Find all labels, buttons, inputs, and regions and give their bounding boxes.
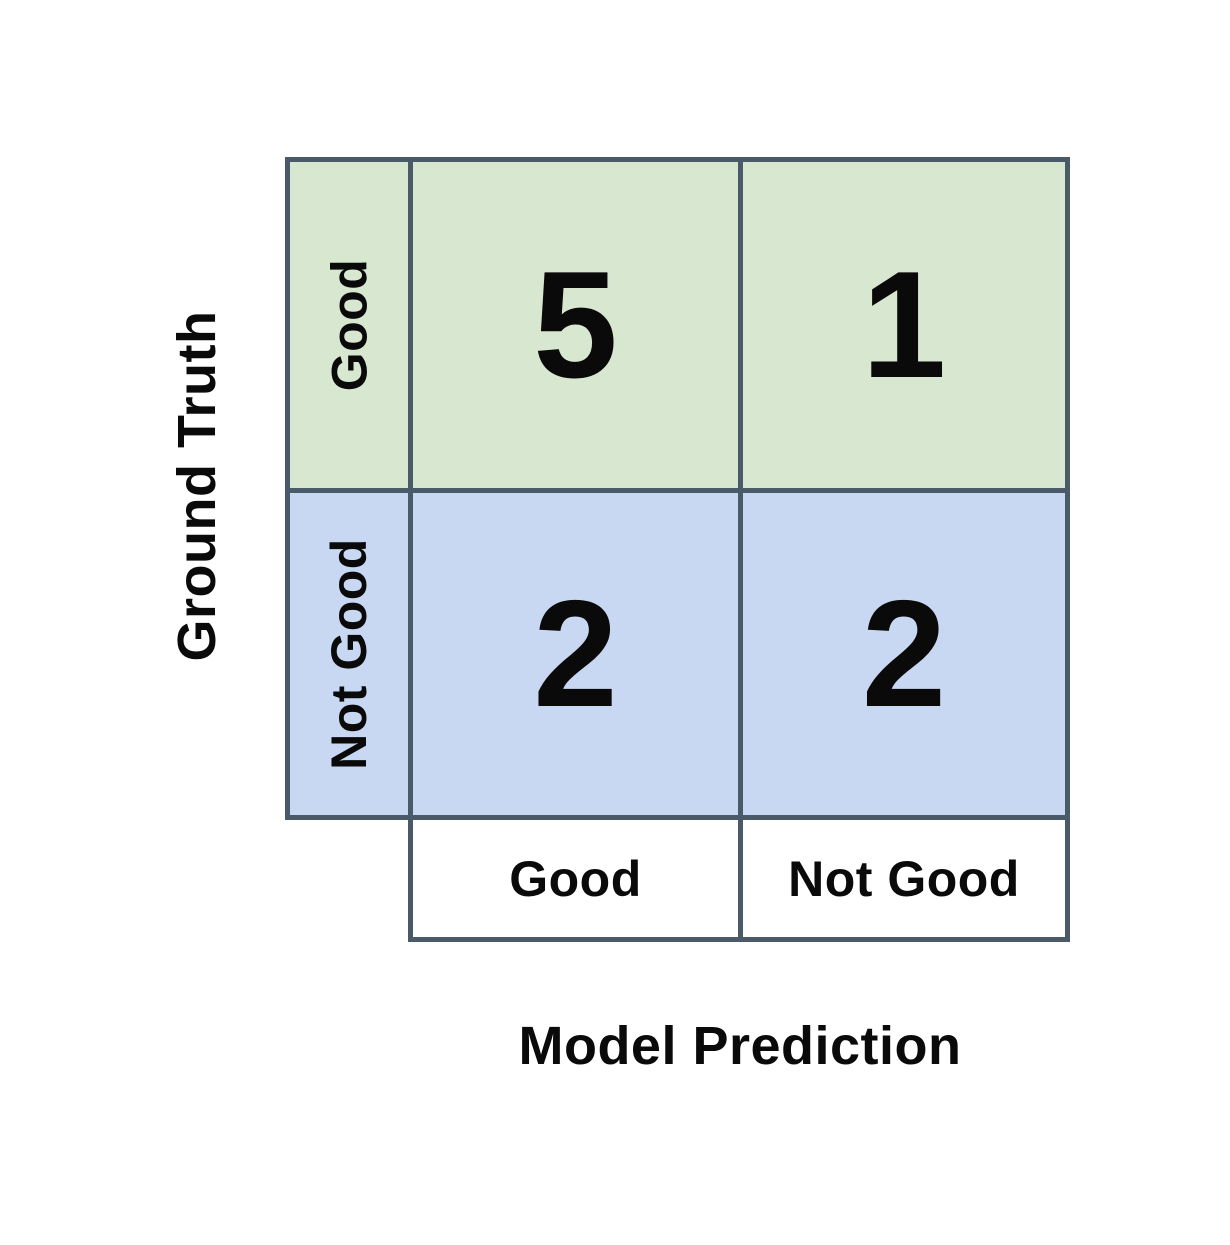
row-label-good: Good [290,162,408,488]
cell-notgood-notgood: 2 [743,493,1065,815]
confusion-matrix: Good 5 1 Not Good 2 2 [285,157,1070,820]
x-axis-label: Model Prediction [518,1016,962,1076]
col-header-not-good: Not Good [743,820,1065,937]
cell-good-notgood: 1 [743,162,1065,488]
row-label-good-text: Good [321,258,377,392]
cell-notgood-good-value: 2 [533,569,618,739]
y-axis-label: Ground Truth [167,310,227,662]
row-label-not-good: Not Good [290,493,408,815]
col-header-good: Good [413,820,738,937]
cell-good-notgood-value: 1 [861,240,947,410]
cell-good-good: 5 [413,162,738,488]
row-label-not-good-text: Not Good [321,538,377,770]
cell-notgood-good: 2 [413,493,738,815]
cell-notgood-notgood-value: 2 [861,569,947,739]
cell-good-good-value: 5 [533,240,618,410]
column-header-row: Good Not Good [408,815,1070,942]
